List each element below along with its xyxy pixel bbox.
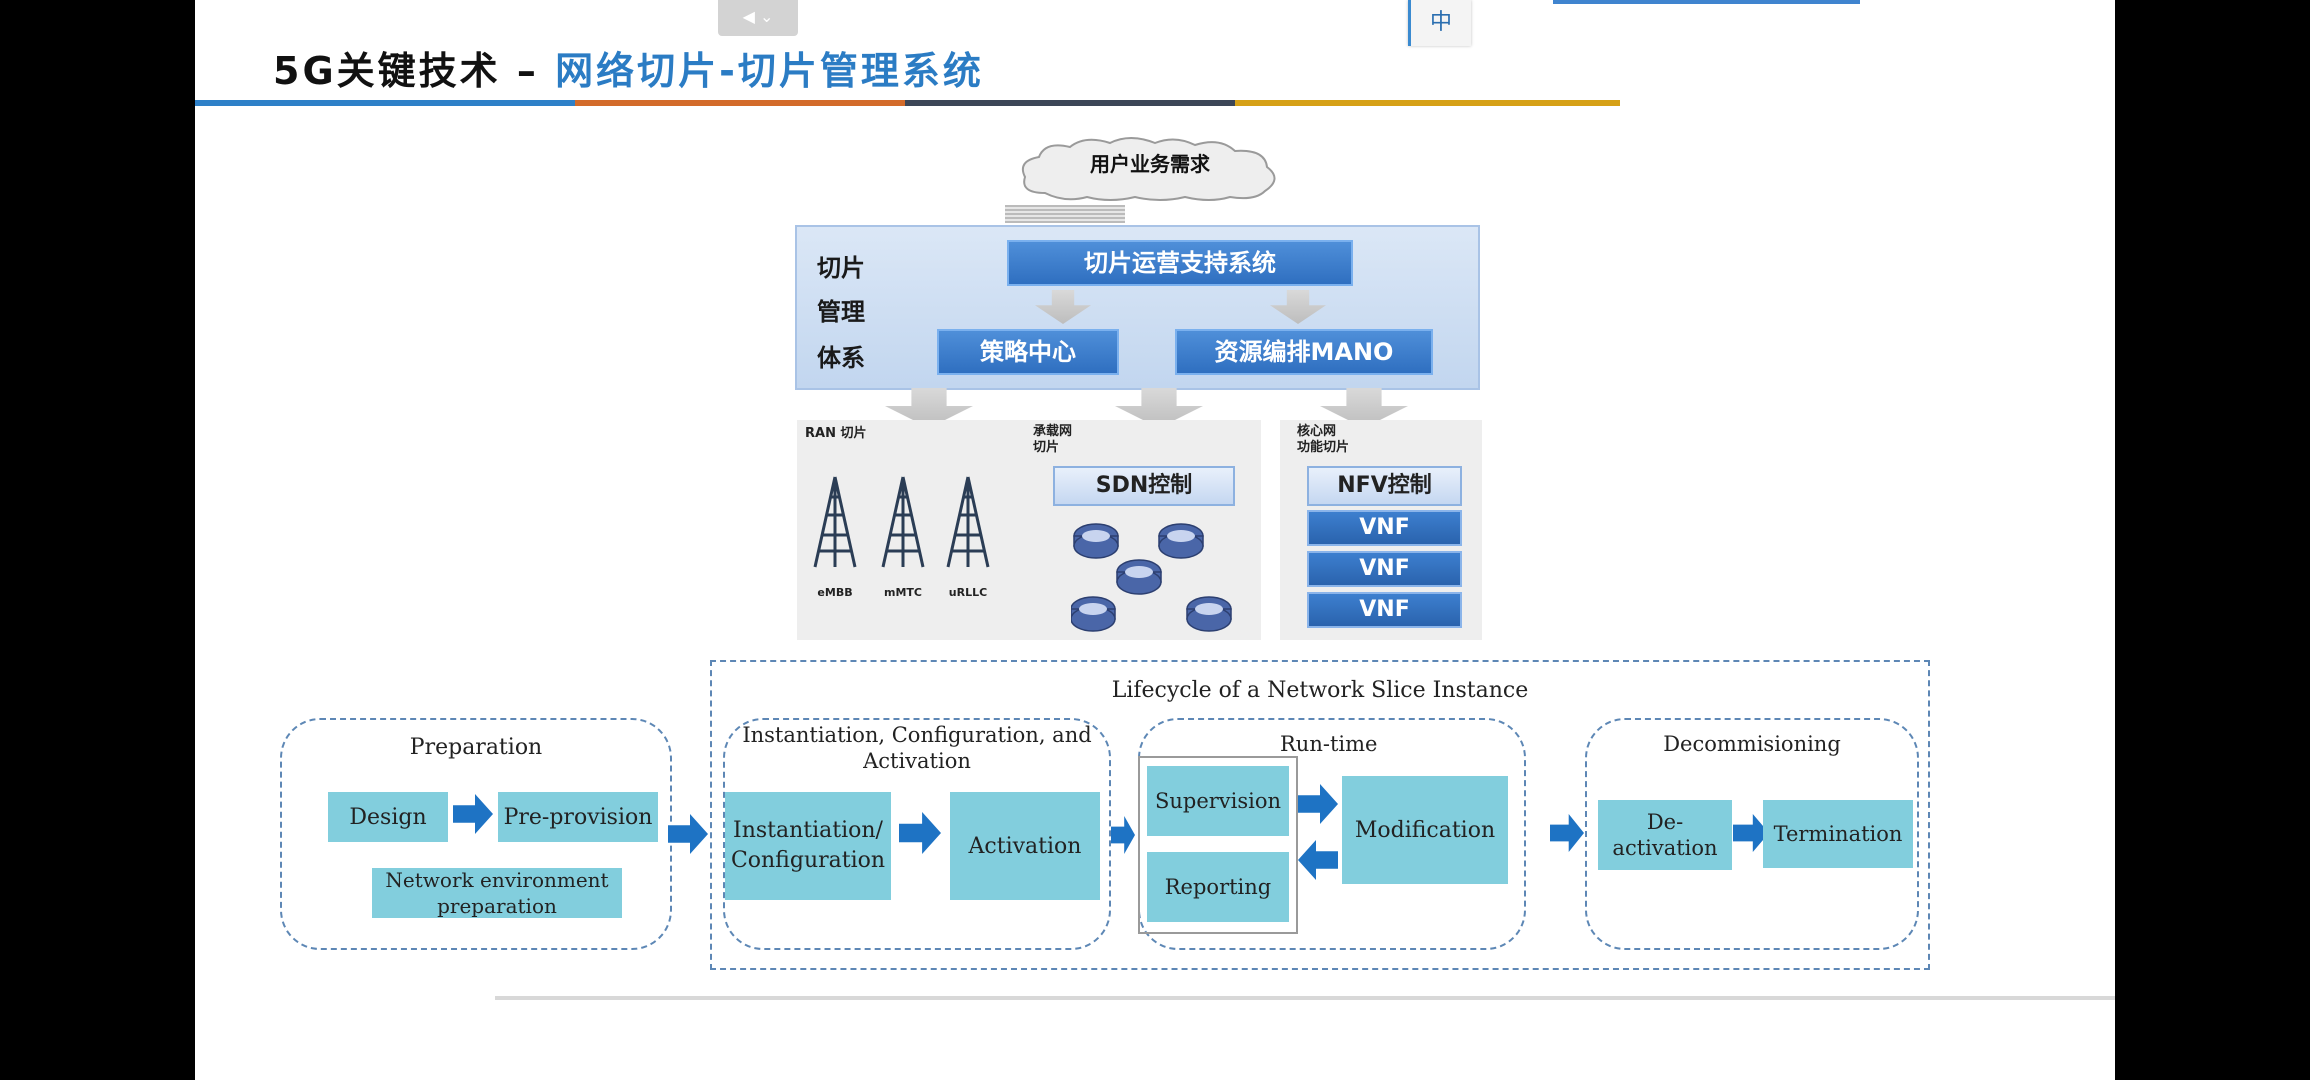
supervision-reporting-frame (1138, 756, 1298, 934)
lifecycle-title: Lifecycle of a Network Slice Instance (1111, 678, 1529, 703)
mgmt-label-1: 切片 (817, 254, 865, 282)
mgmt-label-2: 管理 (817, 298, 865, 326)
tower-label-embb: eMBB (817, 586, 853, 599)
network-env-preparation-box: Network environment preparation (372, 868, 622, 918)
cloud-label: 用户业务需求 (1090, 152, 1210, 176)
tower-label-urllc: uRLLC (948, 586, 988, 599)
instantiation-title-line-1: Instantiation, Configuration, and (742, 723, 1092, 747)
env-line-1: Network environment (385, 868, 609, 892)
activation-box: Activation (950, 792, 1100, 900)
policy-center-box: 策略中心 (937, 329, 1119, 375)
deact-line-1: De- (1646, 810, 1684, 834)
mano-box: 资源编排MANO (1175, 329, 1433, 375)
design-box: Design (328, 792, 448, 842)
inst-line-1: Instantiation/ (733, 818, 883, 843)
reporting-box: Reporting (1147, 852, 1289, 922)
ops-support-system-box: 切片运营支持系统 (1007, 240, 1353, 286)
ime-indicator[interactable]: 中 (1408, 0, 1471, 46)
deactivation-box: De- activation (1598, 800, 1732, 870)
arrow-right-icon (668, 814, 708, 854)
cell-tower-icon (813, 476, 857, 568)
title-stripe-orange (575, 100, 905, 106)
modification-box: Modification (1342, 776, 1508, 884)
vnf-box: VNF (1307, 510, 1462, 546)
vnf-box: VNF (1307, 551, 1462, 587)
slide-nav-control[interactable]: ◀ ⌄ (718, 0, 798, 36)
lifecycle-container (710, 660, 1930, 970)
instantiation-title: Instantiation, Configuration, and Activa… (723, 722, 1111, 774)
cell-tower-icon (946, 476, 990, 568)
deact-line-2: activation (1612, 836, 1718, 860)
router-cluster-icon (1071, 523, 1232, 632)
transport-slice-title-2: 切片 (1033, 440, 1060, 455)
instantiation-configuration-box: Instantiation/ Configuration (725, 792, 891, 900)
transport-slice-title-1: 承载网 (1033, 424, 1073, 439)
title-stripe-blue (195, 100, 575, 106)
cloud-connector (1005, 205, 1125, 223)
mgmt-label-3: 体系 (817, 344, 865, 372)
vnf-box: VNF (1307, 592, 1462, 628)
termination-box: Termination (1763, 800, 1913, 868)
title-prefix: 5G关键技术 – (273, 49, 556, 93)
decommissioning-group (1585, 718, 1919, 950)
title-stripe-gold (1235, 100, 1620, 106)
instantiation-group (723, 718, 1111, 950)
title-highlight: 网络切片-切片管理系统 (555, 49, 984, 93)
sdn-control-box: SDN控制 (1053, 466, 1235, 506)
supervision-box: Supervision (1147, 766, 1289, 836)
inst-line-2: Configuration (730, 848, 886, 873)
core-slice-title-2: 功能切片 (1297, 440, 1350, 455)
bottom-divider (495, 996, 2115, 1000)
ran-slice-title: RAN 切片 (805, 426, 867, 441)
cloud-shape (1021, 137, 1276, 201)
top-accent-bar (1553, 0, 1860, 4)
page-title: 5G关键技术 – 网络切片-切片管理系统 (273, 40, 984, 95)
decommissioning-title: Decommisioning (1663, 732, 1841, 756)
core-slice-title-1: 核心网 (1297, 424, 1337, 439)
env-line-2: preparation (437, 894, 557, 918)
slide-canvas: 5G关键技术 – 网络切片-切片管理系统 ◀ ⌄ 中 用户业务需求 切片 管理 … (195, 0, 2115, 1080)
nfv-control-box: NFV控制 (1307, 466, 1462, 506)
instantiation-title-line-2: Activation (863, 749, 971, 773)
title-stripe-dark (905, 100, 1235, 106)
tower-label-mmtc: mMTC (884, 586, 922, 599)
cell-tower-icon (881, 476, 925, 568)
preparation-title: Preparation (409, 735, 543, 760)
runtime-title: Run-time (1280, 732, 1378, 756)
pre-provision-box: Pre-provision (498, 792, 658, 842)
